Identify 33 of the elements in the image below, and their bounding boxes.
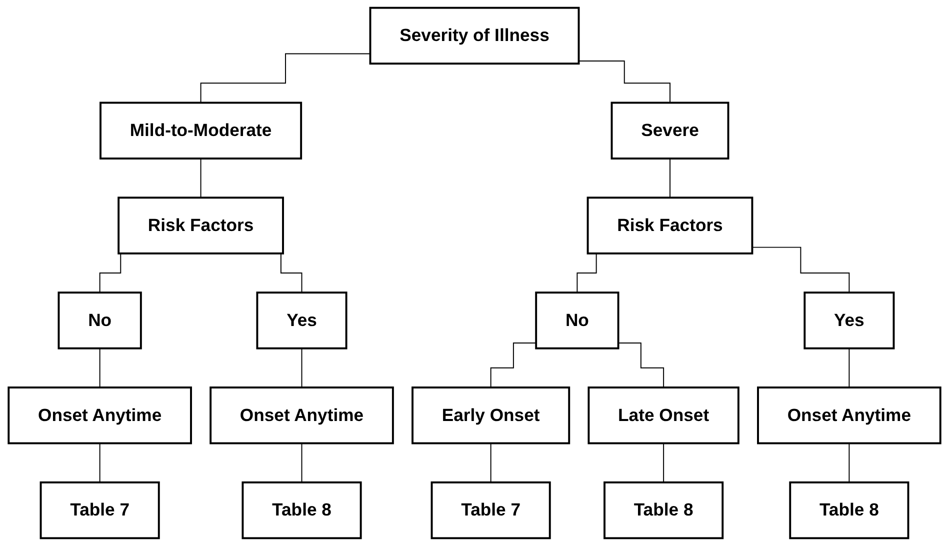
node-box: Table 7	[430, 481, 551, 540]
connector	[490, 342, 537, 388]
connector	[848, 348, 850, 388]
connector	[200, 53, 371, 104]
connector	[663, 442, 664, 483]
node-box: No	[58, 292, 142, 350]
connector	[99, 348, 100, 388]
connector	[200, 158, 202, 198]
node-box: Yes	[256, 292, 348, 350]
node-box: Table 7	[40, 481, 160, 540]
node-box: Table 8	[789, 481, 910, 540]
node-box: No	[535, 292, 620, 350]
connector	[301, 348, 302, 388]
node-box: Severe	[610, 102, 730, 160]
connector	[752, 246, 850, 294]
node-box: Severity of Illness	[369, 6, 580, 65]
connector	[490, 442, 492, 483]
node-box: Risk Factors	[118, 196, 284, 254]
connector	[848, 442, 850, 483]
node-box: Onset Anytime	[8, 386, 192, 444]
connector	[618, 342, 664, 388]
node-box: Late Onset	[588, 386, 740, 444]
connector	[578, 60, 670, 104]
node-box: Early Onset	[412, 386, 570, 444]
node-box: Mild-to-Moderate	[100, 102, 302, 160]
connector	[99, 442, 100, 483]
node-box: Yes	[804, 292, 895, 350]
node-box: Onset Anytime	[757, 386, 942, 444]
node-box: Onset Anytime	[210, 386, 394, 444]
connector	[301, 442, 302, 483]
node-box: Table 8	[604, 481, 724, 540]
node-box: Table 8	[242, 481, 362, 540]
node-box: Risk Factors	[586, 196, 754, 254]
